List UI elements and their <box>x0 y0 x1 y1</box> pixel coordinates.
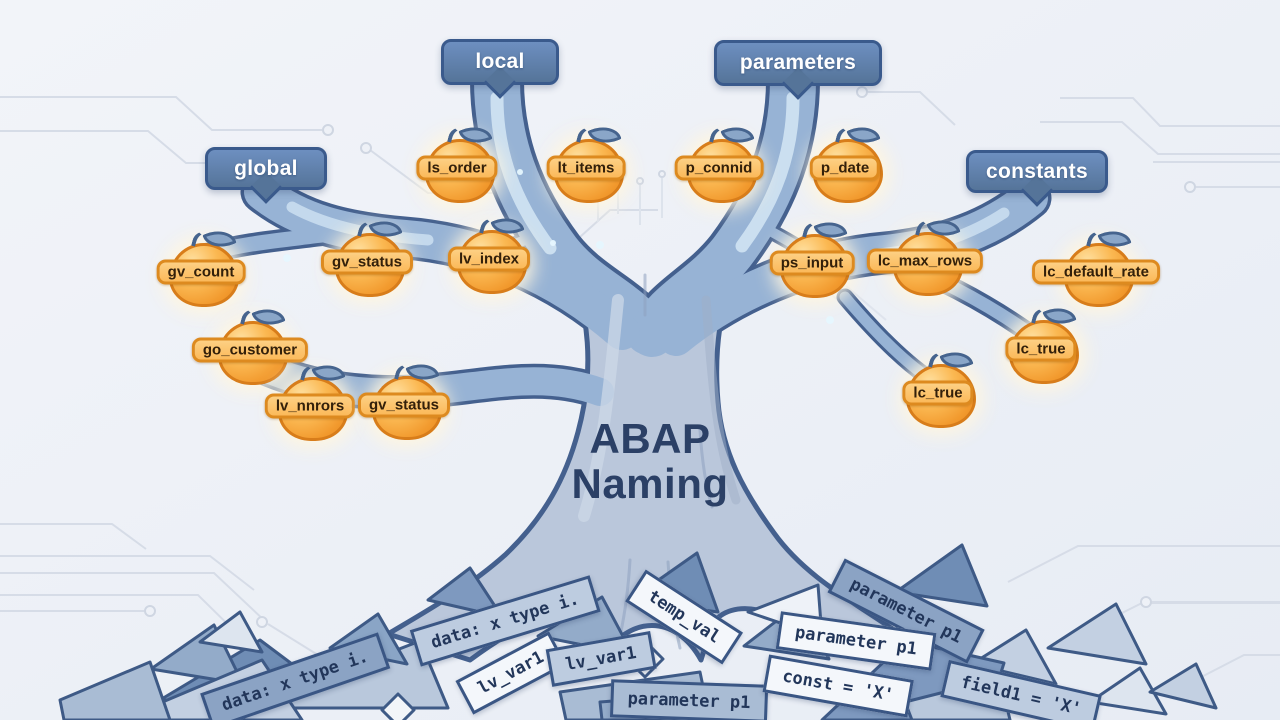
fruit-label: gv_status <box>357 392 451 418</box>
branch-banner-global: global <box>205 147 327 190</box>
branch-banner-parameters: parameters <box>714 40 882 86</box>
branch-banner-local: local <box>441 39 559 85</box>
tree-title: ABAP Naming <box>571 416 728 507</box>
fruit-label: gv_status <box>320 249 414 275</box>
code-card: parameter p1 <box>609 679 769 720</box>
fruit-label: p_connid <box>674 155 764 181</box>
branch-banner-constants: constants <box>966 150 1108 193</box>
fruit-global: go_customer <box>191 321 309 385</box>
fruit-global: gv_status <box>357 376 451 440</box>
fruit-label: lc_default_rate <box>1032 259 1160 285</box>
fruit-parameters: ps_input <box>769 234 855 298</box>
fruit-local: ls_order <box>416 139 498 203</box>
fruit-constants: lc_true <box>902 364 976 428</box>
fruit-label: lt_items <box>546 155 626 181</box>
branch-banner-label: parameters <box>739 51 857 74</box>
fruit-label: gv_count <box>156 259 246 285</box>
tree-title-line2: Naming <box>571 460 729 508</box>
fruit-local: lt_items <box>546 139 626 203</box>
fruit-label: lv_nnrors <box>264 393 356 419</box>
fruit-constants: lc_true <box>1005 320 1079 384</box>
fruit-label: lc_true <box>902 380 974 406</box>
fruit-constants: lc_default_rate <box>1032 243 1160 307</box>
fruit-global: lv_nnrors <box>264 377 356 441</box>
branch-banner-label: constants <box>986 159 1088 183</box>
fruit-label: ps_input <box>769 250 855 276</box>
fruit-global: gv_status <box>320 233 414 297</box>
fruit-constants: lc_max_rows <box>866 232 984 296</box>
fruit-label: lv_index <box>447 246 531 272</box>
tree-title-line1: ABAP <box>589 415 711 462</box>
fruit-label: p_date <box>809 155 881 181</box>
fruit-label: ls_order <box>416 155 498 181</box>
branch-banner-label: global <box>234 156 298 180</box>
fruit-parameters: p_date <box>809 139 883 203</box>
fruit-local: lv_index <box>447 230 531 294</box>
fruit-global: gv_count <box>156 243 246 307</box>
fruit-label: go_customer <box>191 337 309 363</box>
fruit-label: lc_true <box>1005 336 1077 362</box>
branch-banner-label: local <box>475 50 525 73</box>
fruit-parameters: p_connid <box>674 139 764 203</box>
fruit-label: lc_max_rows <box>866 248 984 274</box>
